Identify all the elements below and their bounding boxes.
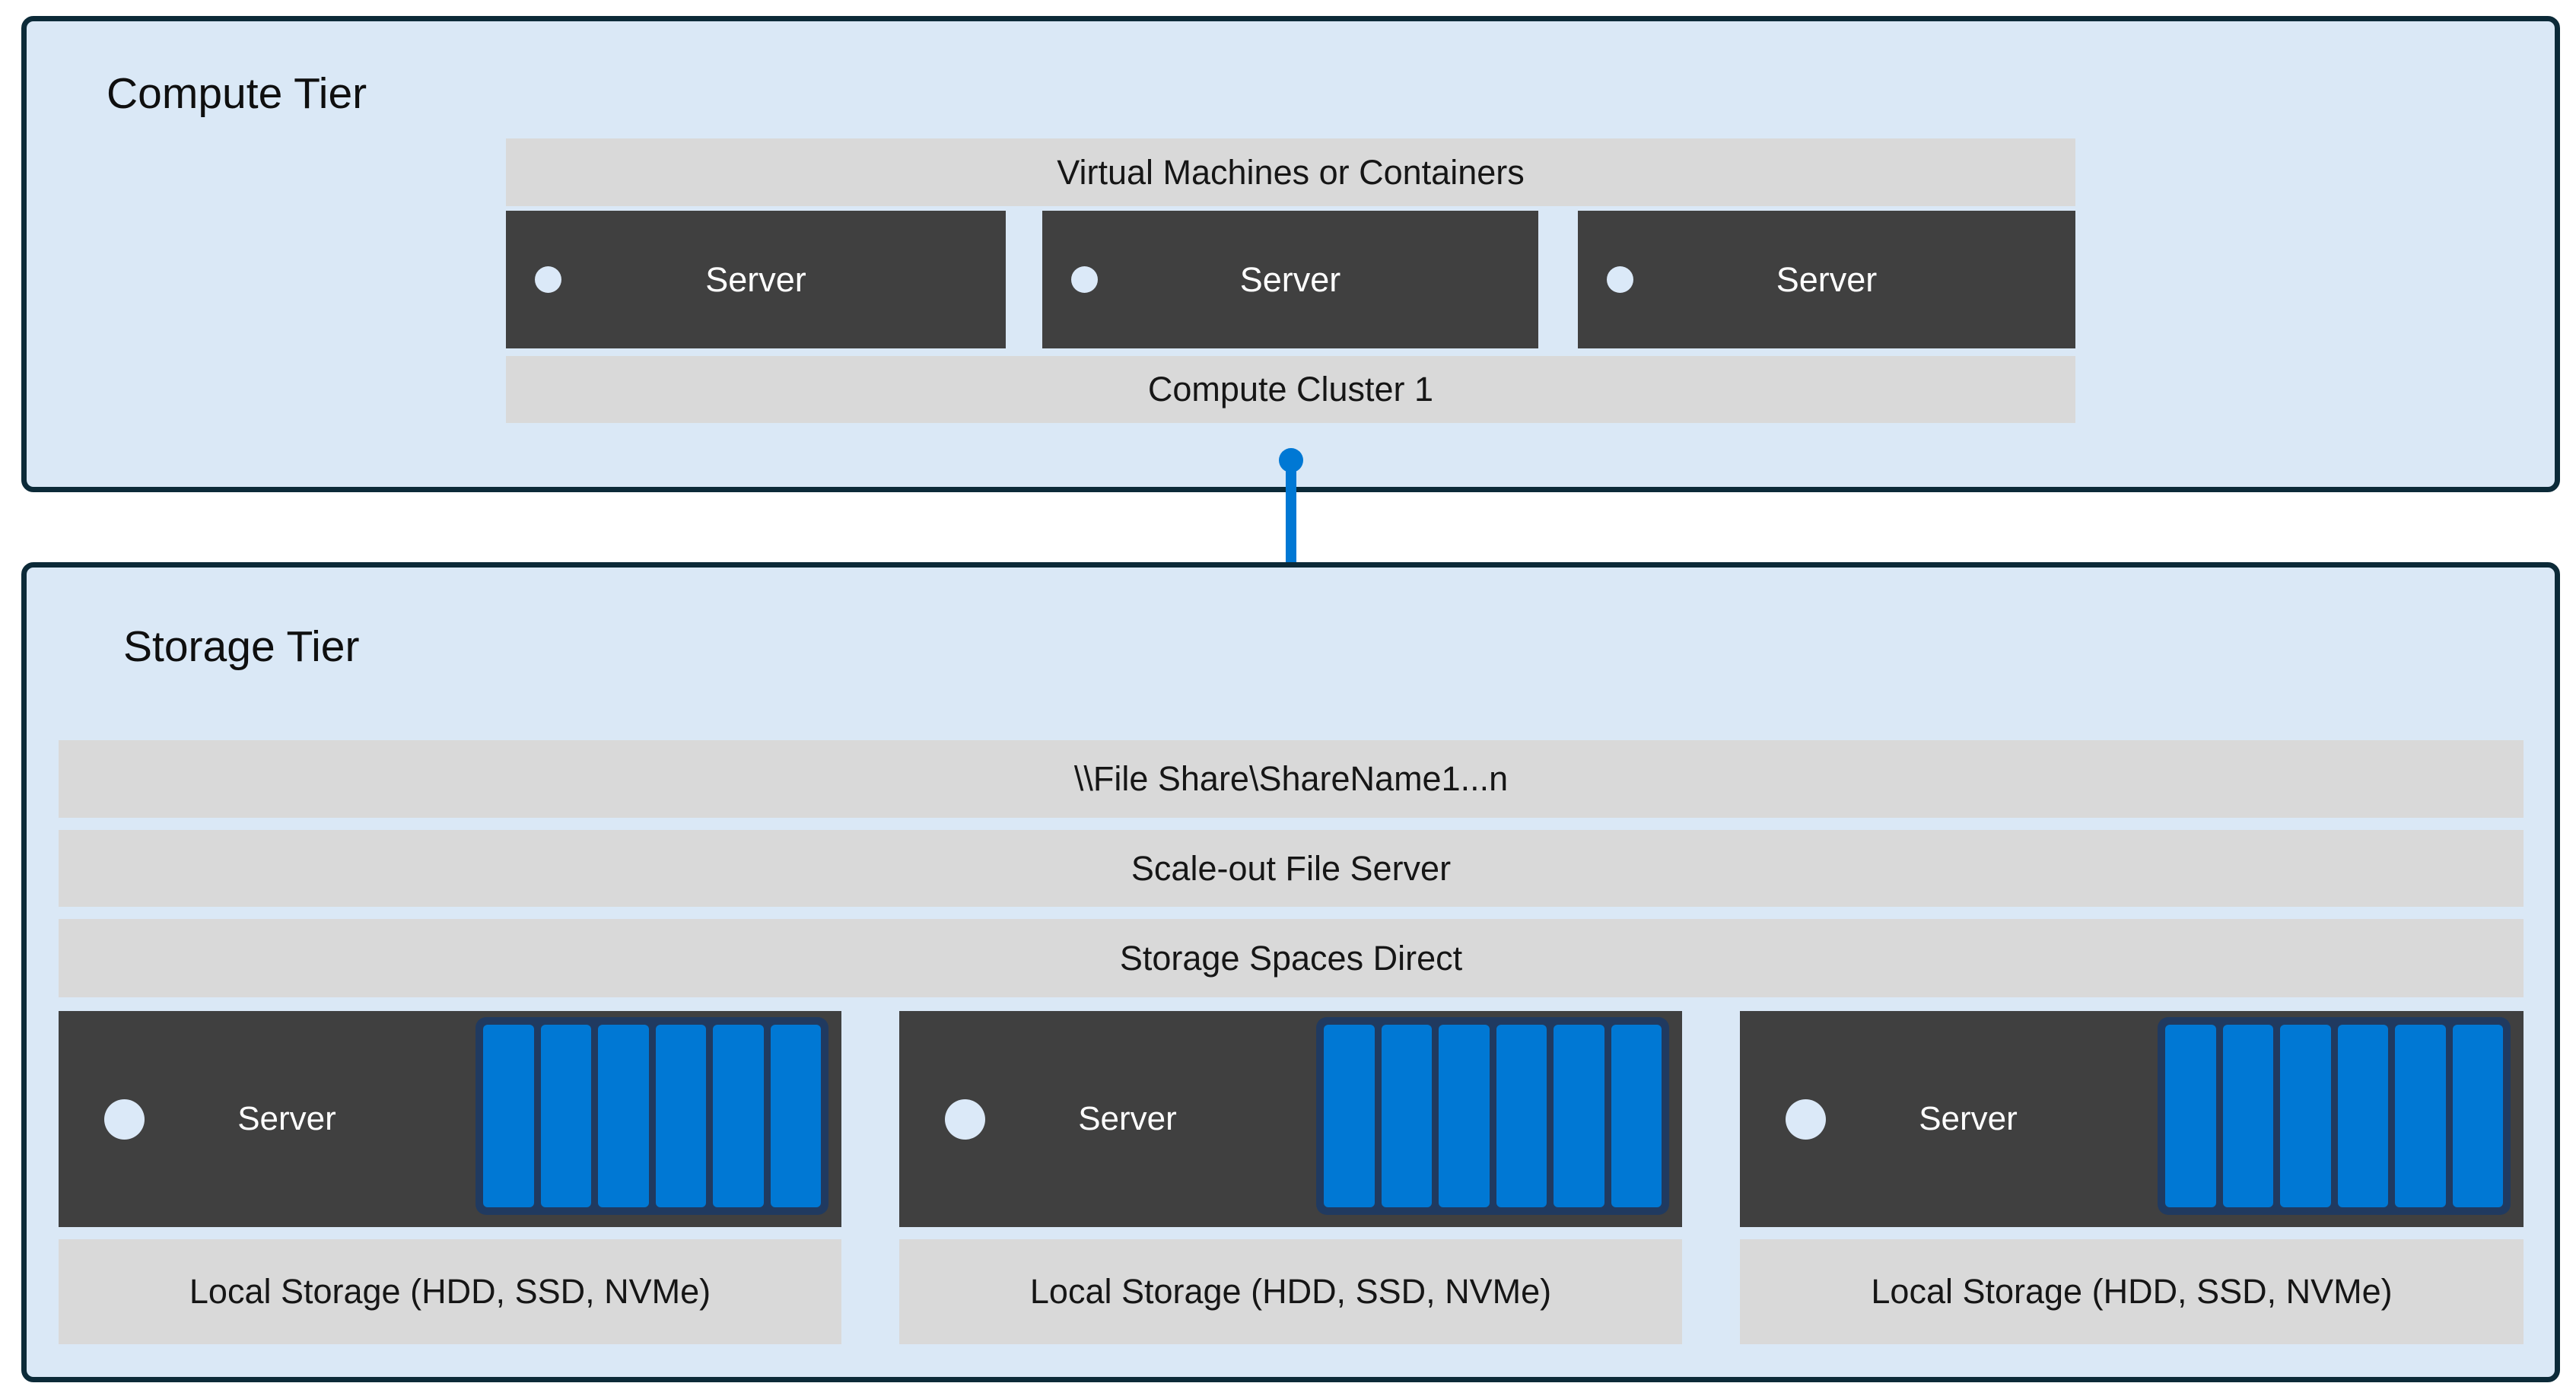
disk-bar — [2222, 1025, 2273, 1207]
connector-top-dot — [1279, 448, 1303, 472]
disk-bar — [655, 1025, 706, 1207]
storage-server-2: Server — [899, 1011, 1682, 1227]
local-storage-1-label: Local Storage (HDD, SSD, NVMe) — [189, 1272, 711, 1311]
storage-spaces-direct-label: Storage Spaces Direct — [1119, 938, 1463, 978]
server-indicator-circle — [535, 266, 561, 293]
compute-cluster-label: Compute Cluster 1 — [1147, 370, 1434, 409]
file-share-bar: \\File Share\ShareName1...n — [59, 740, 2524, 818]
disk-bar — [2395, 1025, 2446, 1207]
disk-array — [475, 1017, 828, 1215]
storage-tier-box: Storage Tier \\File Share\ShareName1...n… — [21, 562, 2560, 1382]
server-indicator-circle — [1607, 266, 1633, 293]
server-indicator-circle — [945, 1099, 985, 1140]
compute-tier-box: Compute Tier Virtual Machines or Contain… — [21, 16, 2560, 492]
disk-bar — [2165, 1025, 2216, 1207]
disk-bar — [1554, 1025, 1604, 1207]
storage-server-1-label: Server — [237, 1100, 336, 1137]
local-storage-bar-1: Local Storage (HDD, SSD, NVMe) — [59, 1239, 841, 1344]
disk-bar — [2337, 1025, 2388, 1207]
scale-out-file-server-label: Scale-out File Server — [1131, 848, 1452, 888]
storage-spaces-direct-bar: Storage Spaces Direct — [59, 919, 2524, 997]
disk-bar — [2452, 1025, 2503, 1207]
compute-server-1: Server — [506, 211, 1006, 348]
disk-bar — [713, 1025, 764, 1207]
disk-array — [2158, 1017, 2511, 1215]
storage-server-2-label: Server — [1078, 1100, 1177, 1137]
vm-containers-bar: Virtual Machines or Containers — [506, 138, 2075, 206]
local-storage-bar-2: Local Storage (HDD, SSD, NVMe) — [899, 1239, 1682, 1344]
disk-bar — [770, 1025, 821, 1207]
disk-bar — [2280, 1025, 2331, 1207]
disk-bar — [1611, 1025, 1662, 1207]
compute-server-2-label: Server — [1239, 259, 1341, 299]
storage-server-3-label: Server — [1919, 1100, 2018, 1137]
compute-server-2: Server — [1042, 211, 1538, 348]
disk-bar — [1381, 1025, 1432, 1207]
local-storage-3-label: Local Storage (HDD, SSD, NVMe) — [1871, 1272, 2393, 1311]
server-indicator-circle — [1071, 266, 1098, 293]
local-storage-2-label: Local Storage (HDD, SSD, NVMe) — [1029, 1272, 1552, 1311]
scale-out-file-server-bar: Scale-out File Server — [59, 830, 2524, 907]
disk-array — [1316, 1017, 1669, 1215]
disk-bar — [483, 1025, 534, 1207]
storage-tier-title: Storage Tier — [123, 622, 360, 671]
file-share-label: \\File Share\ShareName1...n — [1073, 759, 1509, 798]
disk-bar — [598, 1025, 649, 1207]
vm-containers-label: Virtual Machines or Containers — [1057, 152, 1525, 192]
compute-tier-title: Compute Tier — [107, 69, 367, 118]
local-storage-bar-3: Local Storage (HDD, SSD, NVMe) — [1740, 1239, 2524, 1344]
server-indicator-circle — [1786, 1099, 1826, 1140]
disk-bar — [1324, 1025, 1375, 1207]
disk-bar — [1496, 1025, 1547, 1207]
compute-server-3: Server — [1578, 211, 2075, 348]
server-indicator-circle — [104, 1099, 145, 1140]
compute-cluster-bar: Compute Cluster 1 — [506, 356, 2075, 423]
storage-server-3: Server — [1740, 1011, 2524, 1227]
compute-server-3-label: Server — [1776, 259, 1878, 299]
compute-server-1-label: Server — [705, 259, 806, 299]
disk-bar — [540, 1025, 591, 1207]
storage-server-1: Server — [59, 1011, 841, 1227]
disk-bar — [1439, 1025, 1490, 1207]
